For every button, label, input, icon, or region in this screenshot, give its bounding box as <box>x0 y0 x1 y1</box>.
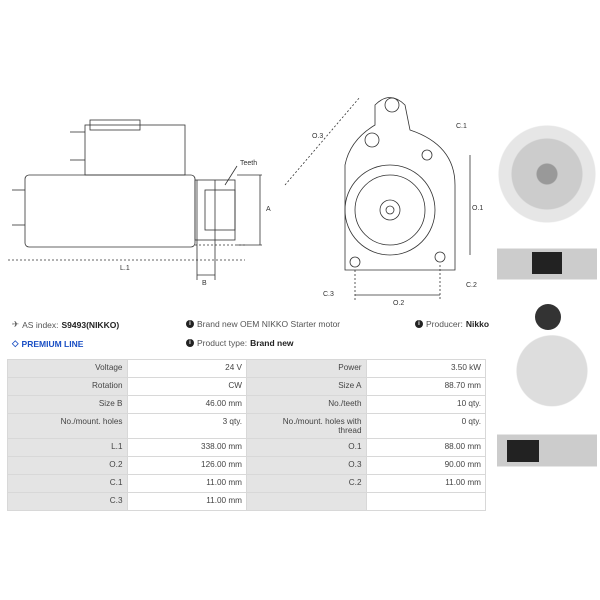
spec-label: O.1 <box>246 438 367 457</box>
label-c1: C.1 <box>456 123 467 130</box>
spec-label: No./mount. holes <box>7 413 128 439</box>
label-c3: C.3 <box>323 291 334 298</box>
info-icon: i <box>186 320 194 328</box>
spec-label: No./teeth <box>246 395 367 414</box>
spec-value: 11.00 mm <box>365 474 486 493</box>
spec-value: 11.00 mm <box>126 474 247 493</box>
product-photo-angle[interactable] <box>497 298 597 410</box>
spec-value: 338.00 mm <box>126 438 247 457</box>
as-index: ✈AS index:S9493(NIKKO) <box>12 319 120 330</box>
label-o3: O.3 <box>312 133 324 140</box>
label-o2: O.2 <box>393 300 405 307</box>
spec-label: Size B <box>7 395 128 414</box>
front-view-drawing <box>284 96 471 300</box>
spec-value: 88.00 mm <box>365 438 486 457</box>
spec-label: C.1 <box>7 474 128 493</box>
spec-value <box>365 492 486 511</box>
spec-value: 46.00 mm <box>126 395 247 414</box>
spec-label: Rotation <box>7 377 128 396</box>
spec-value: 3 qty. <box>126 413 247 439</box>
tag-icon: ✈ <box>12 319 20 329</box>
spec-label: L.1 <box>7 438 128 457</box>
spec-label: C.3 <box>7 492 128 511</box>
spec-value: 10 qty. <box>365 395 486 414</box>
spec-value: 24 V <box>126 359 247 378</box>
spec-label: O.2 <box>7 456 128 475</box>
spec-value: CW <box>126 377 247 396</box>
label-b: B <box>202 280 207 287</box>
side-view-drawing <box>8 119 262 280</box>
spec-label: Power <box>246 359 367 378</box>
label-o1: O.1 <box>472 205 484 212</box>
label-c2: C.2 <box>466 282 477 289</box>
spec-value: 90.00 mm <box>365 456 486 475</box>
diamond-icon: ◇ <box>12 338 19 348</box>
spec-label: Size A <box>246 377 367 396</box>
spec-label: O.3 <box>246 456 367 475</box>
label-a: A <box>266 206 271 213</box>
info-icon: i <box>415 320 423 328</box>
spec-label: C.2 <box>246 474 367 493</box>
spec-label <box>246 492 367 511</box>
product-photo-front[interactable] <box>497 90 597 230</box>
spec-value: 11.00 mm <box>126 492 247 511</box>
product-photo-side[interactable] <box>497 238 597 290</box>
spec-value: 88.70 mm <box>365 377 486 396</box>
info-icon: i <box>186 339 194 347</box>
product-photo-side-2[interactable] <box>497 418 597 483</box>
label-teeth: Teeth <box>240 160 258 167</box>
spec-value: 126.00 mm <box>126 456 247 475</box>
spec-label: Voltage <box>7 359 128 378</box>
spec-value: 3.50 kW <box>365 359 486 378</box>
premium-line-badge[interactable]: ◇PREMIUM LINE <box>12 338 84 349</box>
spec-label: No./mount. holes with thread <box>246 413 367 439</box>
spec-value: 0 qty. <box>365 413 486 439</box>
label-l1: L.1 <box>120 265 130 272</box>
